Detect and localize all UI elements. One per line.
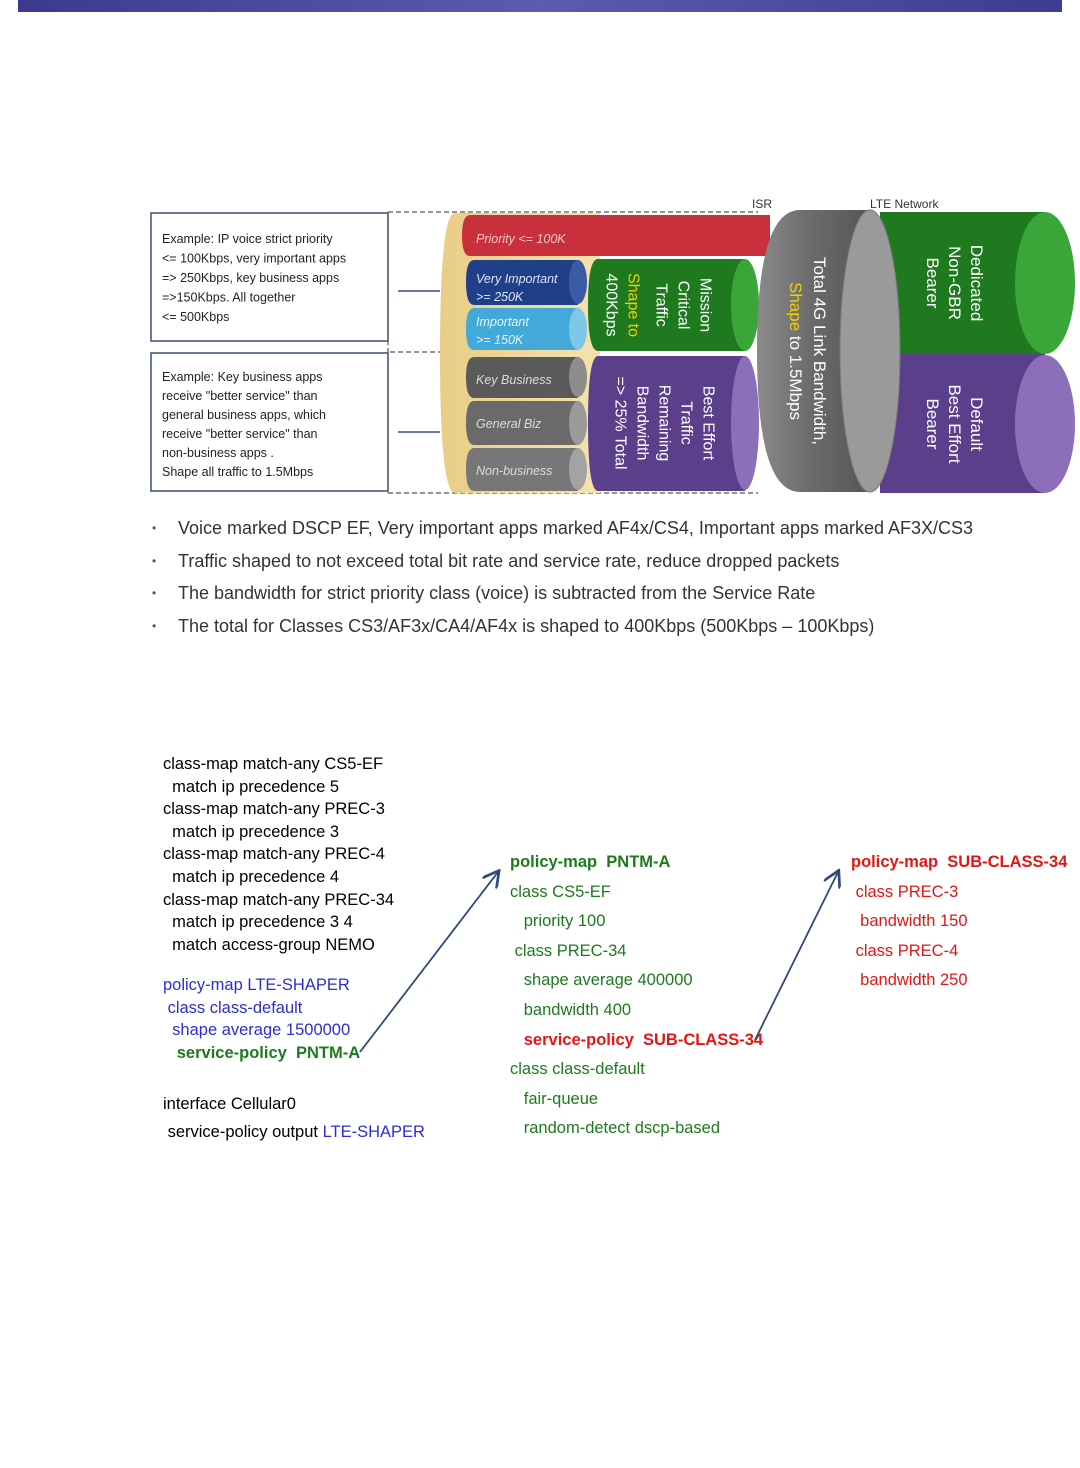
arrow-to-pntm-a	[360, 872, 498, 1052]
arrow-to-sub-class-34	[755, 872, 838, 1040]
